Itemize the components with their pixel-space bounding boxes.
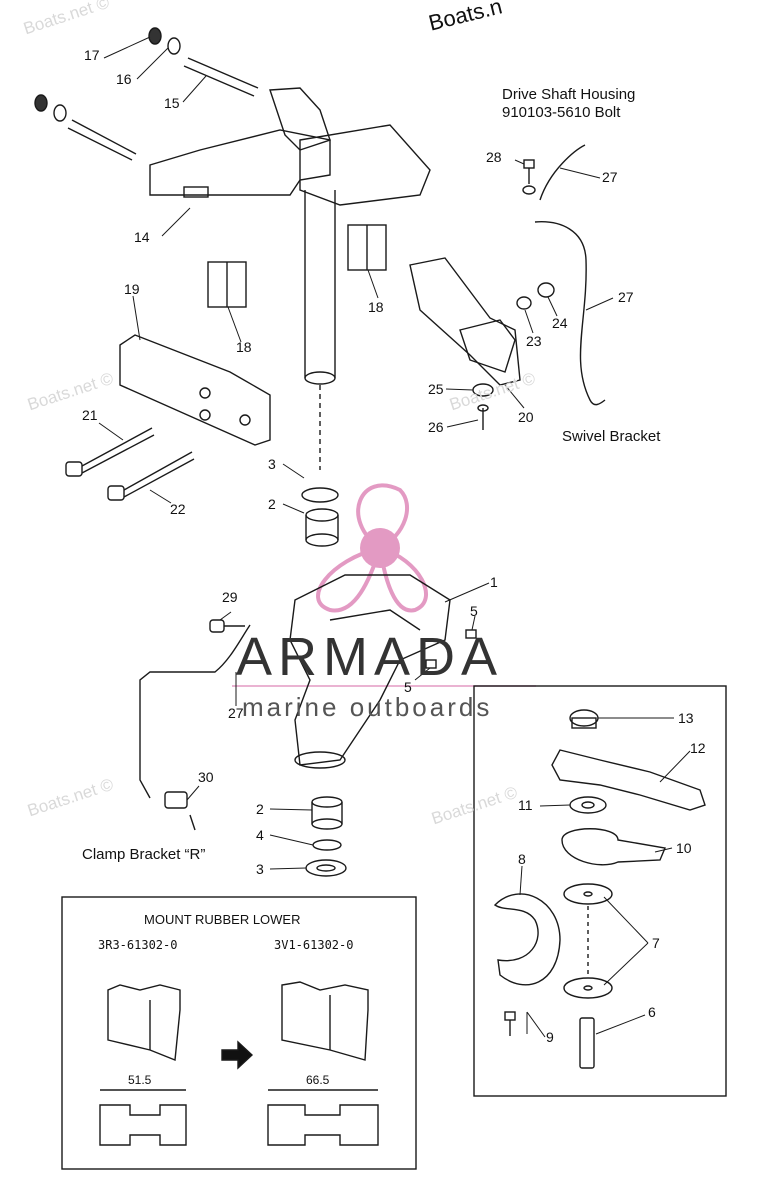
ring-4-icon: [312, 839, 342, 851]
callout-7: 7: [652, 935, 660, 951]
callout-17: 17: [84, 47, 100, 63]
washer-23-icon: [516, 296, 532, 310]
callout-8: 8: [518, 851, 526, 867]
callout-24: 24: [552, 315, 568, 331]
callout-28: 28: [486, 149, 502, 165]
old-mount-section-icon: [99, 1089, 187, 1146]
brand-tagline: marine outboards: [242, 692, 493, 722]
bolt-22-icon: [107, 451, 195, 501]
callout-12: 12: [690, 740, 706, 756]
callout-20: 20: [518, 409, 534, 425]
callout-23: 23: [526, 333, 542, 349]
new-dimension: 66.5: [306, 1073, 330, 1087]
mount-rubber-box-frame: [61, 896, 417, 1170]
callout-27: 27: [602, 169, 618, 185]
bush-2-icon: [305, 508, 339, 547]
bolt-26-icon: [477, 404, 489, 430]
callout-11: 11: [518, 797, 533, 813]
armada-logo-icon: [316, 483, 428, 613]
collar-3-lower-icon: [305, 859, 347, 877]
callout-3: 3: [268, 456, 276, 472]
callout-26: 26: [428, 419, 444, 435]
brand-name: ARMADA: [236, 627, 504, 687]
nut-24-icon: [537, 282, 555, 298]
cover-19-icon: [119, 334, 271, 446]
plate-7-icon: [563, 883, 613, 999]
plate-10-icon: [561, 828, 666, 866]
mount-box-title: MOUNT RUBBER LOWER: [144, 912, 301, 927]
bush-2-lower-icon: [311, 796, 343, 830]
steering-shaft-icon: [304, 190, 336, 470]
callout-3: 3: [256, 861, 264, 877]
bolt-21-icon: [65, 427, 155, 477]
collar-3-icon: [301, 487, 339, 503]
ground-wire-27-icon: [139, 144, 606, 799]
nut-13-icon: [569, 709, 599, 729]
callout-6: 6: [648, 1004, 656, 1020]
steering-bracket-14-icon: [149, 87, 431, 206]
nut-17-icon: [34, 27, 162, 112]
callout-27: 27: [618, 289, 634, 305]
bolt-15-icon: [67, 57, 259, 161]
callout-15: 15: [164, 95, 180, 111]
callout-16: 16: [116, 71, 132, 87]
callout-4: 4: [256, 827, 264, 843]
callout-27: 27: [228, 705, 244, 721]
bolt-28-icon: [522, 159, 536, 195]
swivel-bracket-caption: Swivel Bracket: [562, 428, 661, 445]
bolt-5-icon: [425, 629, 477, 669]
callout-9: 9: [546, 1029, 554, 1045]
inset-frame: [473, 685, 727, 1097]
callout-10: 10: [676, 840, 692, 856]
old-part-number: 3R3-61302-0: [98, 938, 178, 952]
callout-1: 1: [490, 574, 498, 590]
callout-5: 5: [470, 603, 478, 619]
callout-19: 19: [124, 281, 140, 297]
screw-6-icon: [579, 1017, 595, 1069]
bolt-29-icon: [209, 619, 245, 633]
callout-18: 18: [236, 339, 252, 355]
callout-14: 14: [134, 229, 150, 245]
callout-29: 29: [222, 589, 238, 605]
bolt-9-icon: [504, 1011, 516, 1036]
callout-2: 2: [256, 801, 264, 817]
callout-18: 18: [368, 299, 384, 315]
clamp-bracket-caption: Clamp Bracket “R”: [82, 846, 206, 863]
drive-shaft-title: Drive Shaft Housing: [502, 86, 636, 103]
washer-11-icon: [569, 796, 607, 814]
callout-22: 22: [170, 501, 186, 517]
clamp-bracket-1-icon: [289, 574, 451, 769]
callout-5: 5: [404, 679, 412, 695]
bolt-30-icon: [164, 791, 196, 831]
old-mount-rubber-icon: [107, 984, 181, 1061]
callout-25: 25: [428, 381, 444, 397]
callout-30: 30: [198, 769, 214, 785]
plate-8-icon: [493, 893, 561, 986]
washer-16-icon: [53, 37, 181, 122]
old-dimension: 51.5: [128, 1073, 152, 1087]
new-mount-section-icon: [267, 1089, 379, 1146]
arrow-right-icon: [221, 1040, 254, 1070]
handle-12-icon: [551, 749, 706, 811]
callout-2: 2: [268, 496, 276, 512]
callout-21: 21: [82, 407, 98, 423]
new-mount-rubber-icon: [281, 981, 369, 1061]
drive-shaft-bolt: 910103-5610 Bolt: [502, 104, 621, 121]
swivel-bracket-20-icon: [409, 257, 521, 386]
new-part-number: 3V1-61302-0: [274, 938, 354, 952]
leader-lines: [98, 36, 691, 1038]
mount-rubber-18-icon: [207, 224, 387, 308]
callout-13: 13: [678, 710, 694, 726]
